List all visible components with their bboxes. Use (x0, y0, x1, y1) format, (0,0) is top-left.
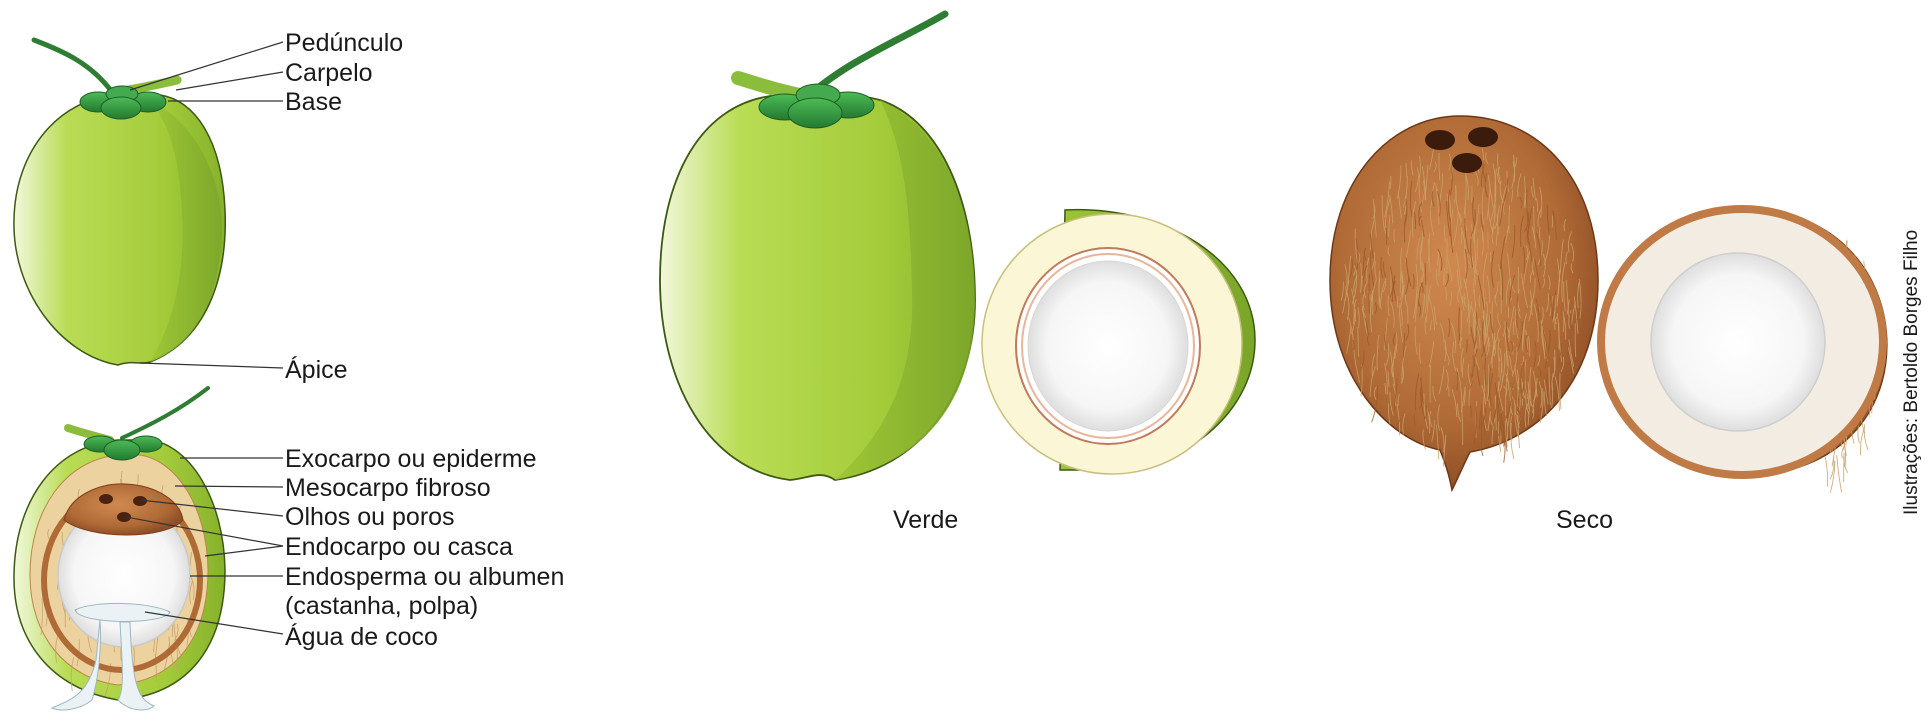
caption-dry: Seco (1556, 506, 1613, 534)
green-coconut-whole (660, 14, 975, 480)
label-eyes: Olhos ou poros (285, 503, 455, 531)
eye-icon (1452, 153, 1482, 173)
fiber-stroke (1858, 426, 1860, 444)
fiber-stroke (1837, 455, 1842, 492)
eye-icon (1425, 130, 1455, 150)
label-base: Base (285, 88, 342, 116)
fiber-stroke (1864, 424, 1868, 450)
label-peduncle: Pedúnculo (285, 29, 403, 57)
fiber-stroke (1467, 339, 1468, 352)
eye-icon (1468, 127, 1498, 147)
label-endosperm-detail: (castanha, polpa) (285, 592, 478, 620)
label-mesocarp: Mesocarpo fibroso (285, 474, 491, 502)
label-apex: Ápice (285, 355, 348, 384)
illustration-credit: Ilustrações: Bertoldo Borges Filho (1901, 230, 1922, 515)
label-carpel: Carpelo (285, 59, 373, 87)
fiber-stroke (1825, 457, 1827, 487)
eye-icon (99, 494, 113, 504)
fiber-stroke (1860, 430, 1863, 455)
dry-coconut-half (1601, 209, 1887, 493)
dry-coconut-whole (1330, 116, 1598, 490)
label-exocarp: Exocarpo ou epiderme (285, 445, 537, 473)
label-endosperm: Endosperma ou albumen (285, 563, 564, 591)
small-green-coconut (14, 40, 225, 365)
label-water: Água de coco (285, 622, 438, 651)
caption-green: Verde (893, 506, 958, 534)
label-endocarp: Endocarpo ou casca (285, 533, 513, 561)
coconut-cross-section (14, 388, 225, 710)
green-coconut-half (982, 210, 1255, 474)
